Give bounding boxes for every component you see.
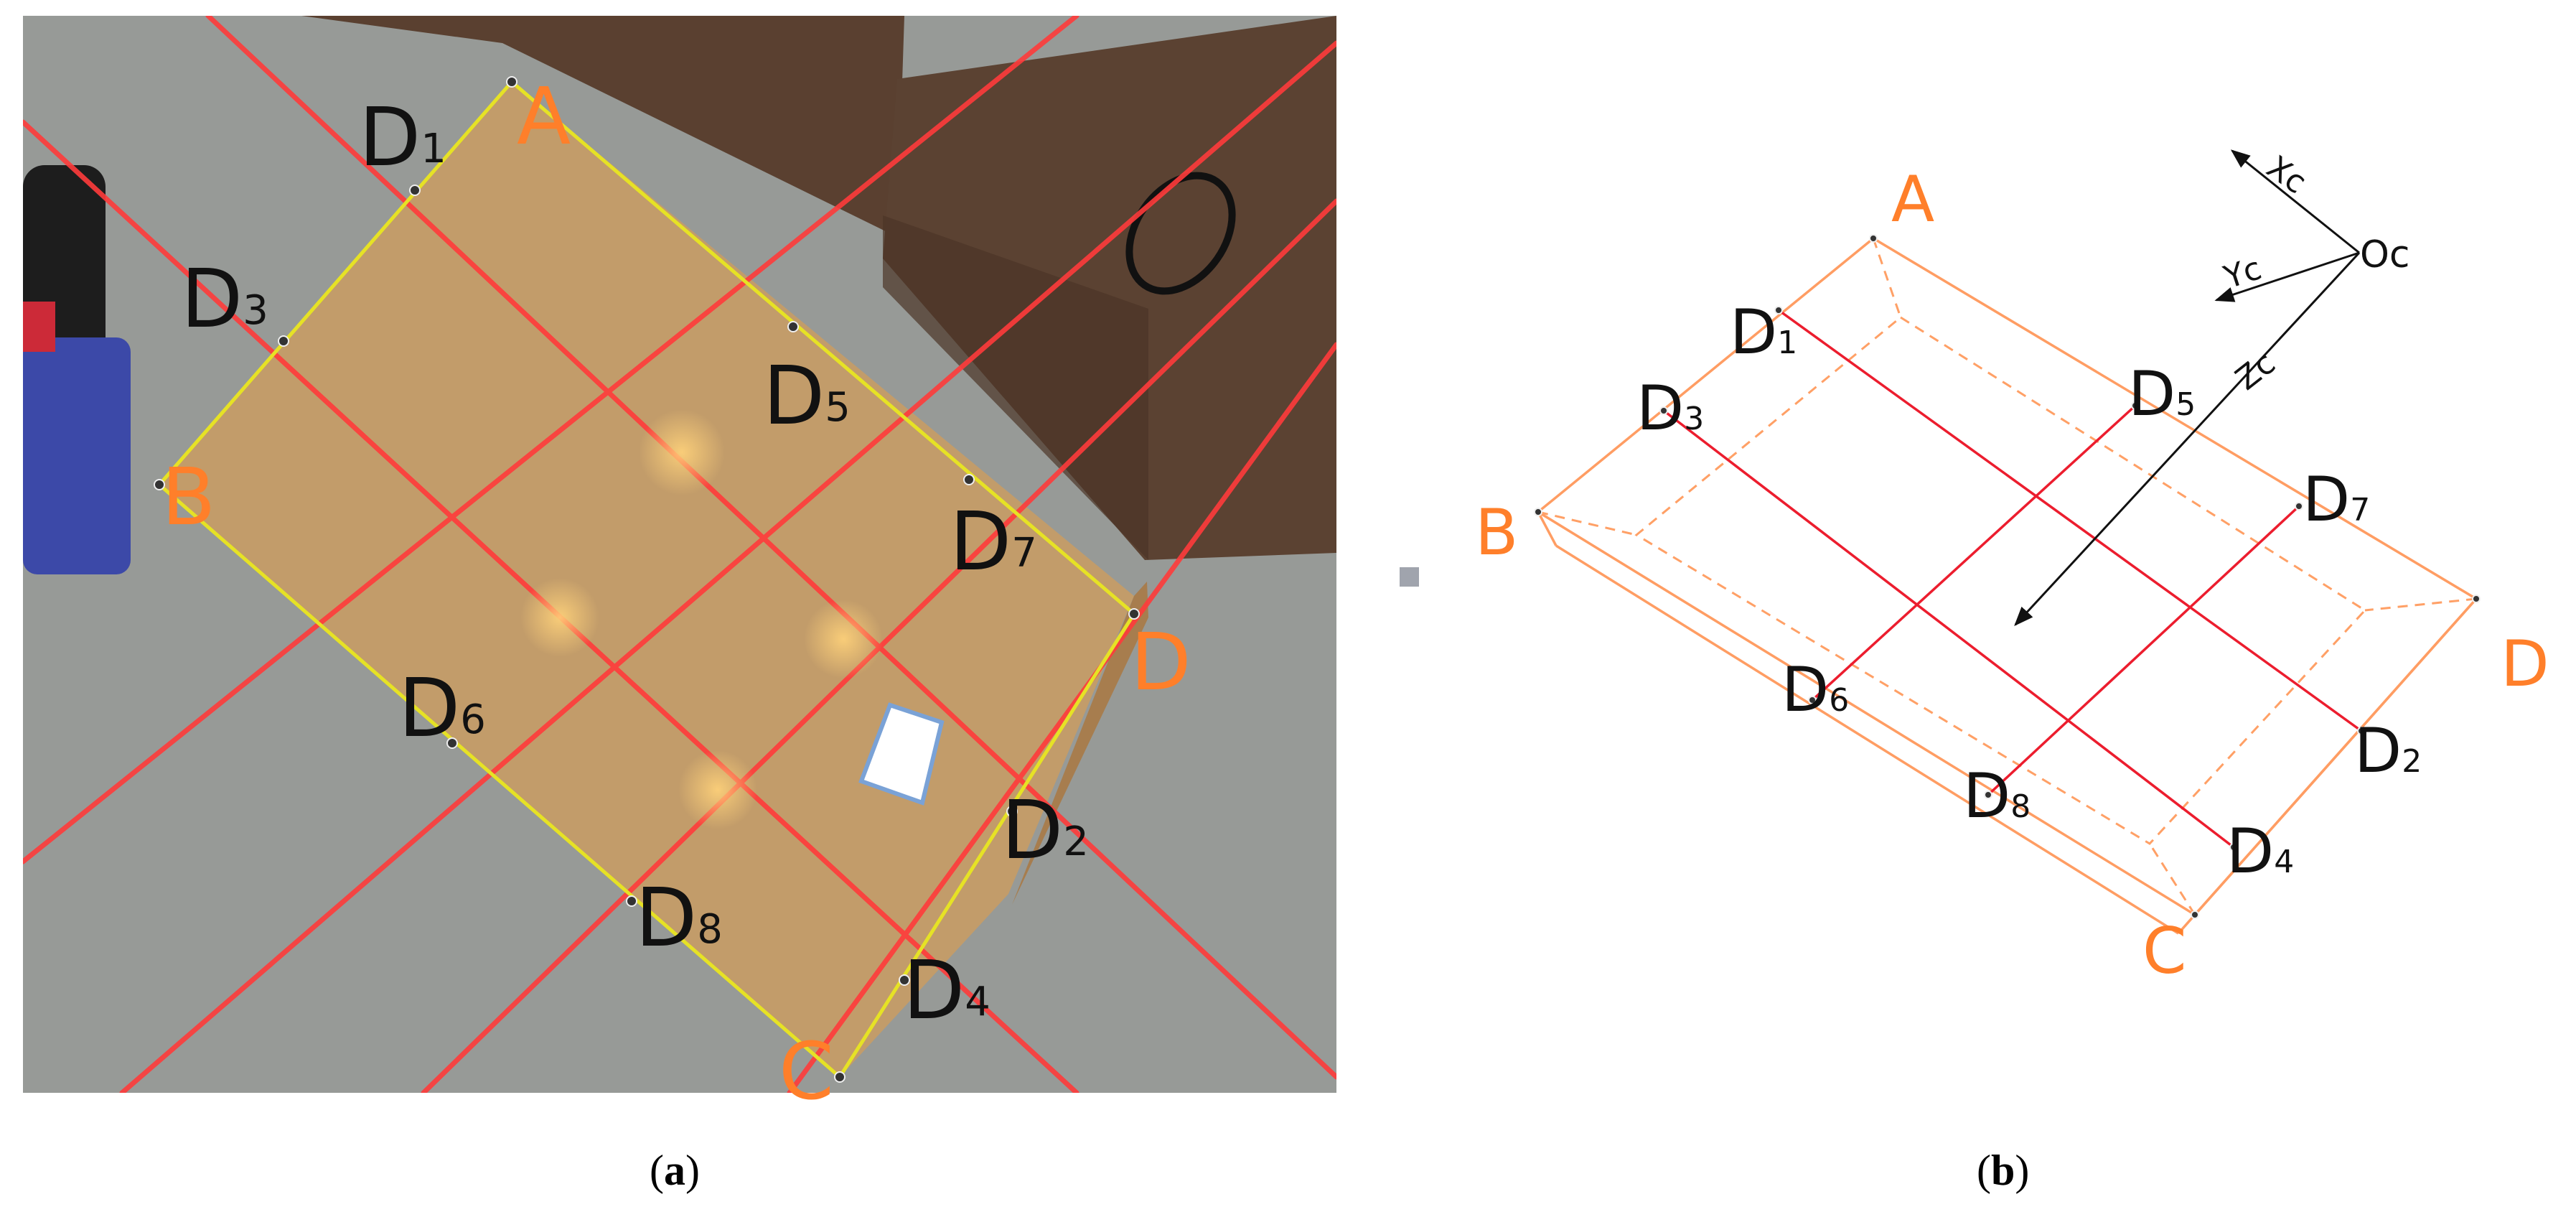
point-label-d8: D8	[1963, 760, 2031, 832]
panel-b-markers	[1534, 234, 2481, 919]
box-sticker	[858, 702, 945, 806]
point-label-d5: D5	[763, 350, 851, 443]
marker-d	[2472, 595, 2481, 603]
marker-d1	[409, 185, 421, 196]
marker-d5	[2131, 401, 2140, 410]
corner-label-a: A	[517, 70, 571, 162]
marker-d2	[2357, 727, 2366, 735]
background-box-top	[301, 16, 904, 237]
wireframe-inner-dashed	[1537, 238, 2477, 915]
panel-a-markers	[154, 76, 1140, 1083]
marker-b	[1534, 508, 1542, 516]
point-label-d2: D2	[2354, 715, 2422, 787]
point-label-d6: D6	[1781, 654, 1849, 726]
marker-b	[154, 479, 165, 490]
corner-label-a: A	[1891, 162, 1934, 236]
point-label-d1: D1	[359, 91, 446, 185]
point-label-d3: D3	[1636, 373, 1704, 444]
point-label-d4: D4	[2226, 816, 2294, 887]
point-label-d5: D5	[2128, 358, 2196, 430]
marker-d2	[1006, 806, 1018, 817]
marker-d4	[899, 974, 910, 986]
marker-c	[2191, 910, 2199, 919]
marker-c	[834, 1071, 846, 1083]
marker-d7	[963, 474, 975, 485]
point-label-d2: D2	[1001, 784, 1089, 877]
marker-d3	[278, 335, 289, 347]
laser-glow	[804, 600, 883, 679]
marker-d6	[446, 737, 458, 749]
axis-z-label: Zc	[2229, 345, 2282, 398]
corner-label-b: B	[161, 451, 215, 543]
marker-d3	[1659, 406, 1668, 415]
marker-d6	[1808, 696, 1817, 704]
corner-label-c: C	[2142, 914, 2186, 988]
point-label-d1: D1	[1730, 297, 1797, 368]
axis-origin-label: Oc	[2360, 233, 2410, 276]
caption-b: (b)	[1977, 1147, 2029, 1194]
main-box-side	[1012, 582, 1148, 905]
marker-d8	[626, 895, 637, 907]
point-label-d7: D7	[2303, 464, 2370, 536]
point-label-d7: D7	[950, 495, 1037, 589]
laser-glow	[639, 409, 725, 495]
wireframe-laser-lines	[1662, 309, 2363, 849]
point-label-d4: D4	[903, 944, 990, 1038]
point-label-d6: D6	[398, 662, 486, 755]
corner-label-c: C	[779, 1025, 834, 1117]
marker-d	[1128, 608, 1140, 620]
corner-label-d: D	[2501, 627, 2549, 701]
laser-glow	[520, 578, 599, 657]
axis-x-label: Xc	[2260, 149, 2313, 201]
panel-a-photo	[23, 16, 1336, 1093]
x-axis-arrow	[2230, 149, 2360, 254]
background-box-side	[883, 215, 1148, 560]
main-box-face	[159, 82, 1134, 1077]
caption-a: (a)	[650, 1147, 700, 1194]
marker-d1	[1774, 306, 1783, 314]
axis-y-label: Yc	[2219, 250, 2266, 297]
marker-a	[506, 76, 517, 88]
marker-d4	[2229, 843, 2238, 852]
y-axis-arrow	[2214, 251, 2360, 302]
point-label-d8: D8	[635, 872, 723, 965]
marker-d5	[787, 321, 799, 332]
marker-d8	[1984, 791, 1992, 799]
corner-label-b: B	[1475, 495, 1518, 569]
laser-glow	[678, 750, 757, 829]
separator-square	[1400, 567, 1419, 587]
marker-a	[1869, 234, 1878, 243]
corner-label-d: D	[1130, 616, 1191, 708]
trash-bin	[23, 337, 131, 574]
background-box-right	[883, 16, 1336, 560]
trash-label	[23, 302, 55, 352]
camera-axes	[2014, 149, 2361, 626]
z-axis-arrow	[2014, 251, 2361, 626]
point-label-d3: D3	[181, 253, 268, 346]
panel-b-diagram	[1534, 149, 2481, 935]
marker-d7	[2295, 502, 2303, 511]
